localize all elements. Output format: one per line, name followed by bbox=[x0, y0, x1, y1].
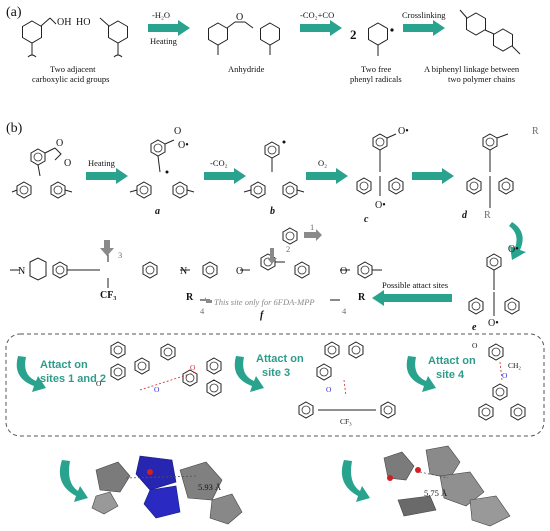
arrow-heating bbox=[86, 168, 128, 184]
caption-anhydride: Anhydride bbox=[228, 64, 265, 74]
label-e: e bbox=[472, 322, 477, 333]
svg-text:O: O bbox=[472, 341, 478, 350]
a-o: O bbox=[174, 126, 181, 137]
structure-b bbox=[243, 140, 305, 199]
f-n1: N bbox=[18, 266, 25, 277]
cooh-label: OH bbox=[57, 17, 71, 28]
attack3-ch2: CH₂ bbox=[508, 361, 521, 370]
anhydride-structure bbox=[208, 21, 280, 55]
ho-label: HO bbox=[76, 17, 90, 28]
start-o2: O bbox=[64, 158, 71, 169]
structure-d bbox=[466, 133, 514, 208]
attack2-line1: Attact on bbox=[256, 353, 304, 365]
svg-text:O: O bbox=[502, 371, 508, 380]
label-c: c bbox=[364, 214, 369, 225]
c-oo: O• bbox=[398, 126, 409, 137]
label-a: a bbox=[155, 206, 160, 217]
d-r-top: R bbox=[532, 126, 539, 137]
carboxylic-acid-structure bbox=[22, 17, 128, 58]
caption-radical-1: Two free bbox=[361, 64, 392, 74]
attack-sites-box bbox=[5, 333, 545, 437]
attack2-cf3: CF₃ bbox=[340, 417, 352, 426]
c-o-bottom: O• bbox=[375, 200, 386, 211]
caption-acid-2: carboxylic acid groups bbox=[32, 74, 109, 84]
site-4-left: 4 bbox=[200, 306, 205, 316]
f-o1: O bbox=[236, 266, 243, 277]
site-1: 1 bbox=[310, 222, 314, 232]
svg-text:O: O bbox=[154, 385, 160, 394]
attack3-line1: Attact on bbox=[428, 355, 476, 367]
attack1-structure: O O O bbox=[96, 341, 222, 397]
attack-arrow-2 bbox=[234, 356, 264, 392]
phenyl-radical-structure bbox=[368, 22, 394, 56]
svg-text:O: O bbox=[326, 385, 332, 394]
possible-label: Possible attact sites bbox=[382, 280, 448, 290]
caption-radical-2: phenyl radicals bbox=[350, 74, 402, 84]
heating-label: Heating bbox=[88, 158, 116, 168]
attack1-line2: sites 1 and 2 bbox=[40, 373, 106, 385]
arrow-decarboxylation bbox=[300, 20, 342, 36]
panel-b-label: (b) bbox=[6, 121, 23, 136]
svg-text:O: O bbox=[190, 363, 196, 372]
arrow-to-d bbox=[412, 168, 454, 184]
arrow-dehydration bbox=[148, 20, 190, 36]
structure-f bbox=[10, 227, 382, 288]
label-f: f bbox=[260, 310, 265, 321]
arrow-possible-attack bbox=[372, 290, 452, 306]
step1-top: -H₂O bbox=[152, 10, 170, 20]
anhydride-o: O bbox=[236, 12, 243, 23]
model-arrow-right bbox=[341, 460, 370, 502]
structure-start bbox=[11, 147, 73, 199]
attack3-structure: O O bbox=[472, 341, 526, 421]
attack1-line1: Attact on bbox=[40, 359, 88, 371]
caption-biphenyl-1: A biphenyl linkage between bbox=[424, 64, 520, 74]
arrow-crosslinking bbox=[403, 20, 445, 36]
f-r-right: R bbox=[358, 292, 366, 303]
d-r-bottom: R bbox=[484, 210, 491, 221]
structure-e bbox=[468, 253, 520, 316]
o2-label: O₂ bbox=[318, 158, 327, 168]
label-b: b bbox=[270, 206, 275, 217]
arrow-curve-down bbox=[509, 222, 526, 260]
distance-2: 5.75 Å bbox=[424, 488, 448, 498]
co2-label: -CO₂ bbox=[210, 158, 228, 168]
caption-acid-1: Two adjacent bbox=[50, 64, 96, 74]
structure-a bbox=[129, 139, 195, 199]
site-arrows bbox=[100, 229, 340, 303]
site-3: 3 bbox=[118, 250, 122, 260]
distance-1: 5.93 Å bbox=[198, 482, 222, 492]
radical-count: 2 bbox=[350, 27, 357, 42]
molecular-model-2 bbox=[383, 445, 511, 527]
panel-a-label: (a) bbox=[6, 5, 22, 20]
f-o2: O bbox=[340, 266, 347, 277]
model-arrow-left bbox=[59, 460, 88, 502]
site-note: This site only for 6FDA-MPP bbox=[214, 297, 315, 307]
arrow-co2 bbox=[204, 168, 246, 184]
attack3-line2: site 4 bbox=[436, 369, 465, 381]
structure-c bbox=[356, 133, 404, 196]
step2-top: -CO₂+CO bbox=[300, 10, 334, 20]
e-o-radical: O• bbox=[508, 244, 519, 255]
f-r-left: R bbox=[186, 292, 194, 303]
arrow-o2 bbox=[306, 168, 348, 184]
attack-arrow-3 bbox=[406, 356, 436, 392]
label-d: d bbox=[462, 210, 468, 221]
start-o1: O bbox=[56, 138, 63, 149]
attack2-structure: O bbox=[298, 341, 396, 419]
svg-text:O: O bbox=[96, 379, 102, 388]
step1-bottom: Heating bbox=[150, 36, 178, 46]
attack-arrow-1 bbox=[16, 356, 46, 392]
f-cf3: CF₃ bbox=[100, 290, 116, 301]
molecular-model-1 bbox=[91, 455, 243, 525]
caption-biphenyl-2: two polymer chains bbox=[448, 74, 515, 84]
a-o-radical: O• bbox=[178, 140, 189, 151]
site-4-right: 4 bbox=[342, 306, 347, 316]
f-n2: N bbox=[180, 266, 187, 277]
e-o-bottom: O• bbox=[488, 318, 499, 329]
biphenyl-structure bbox=[459, 9, 521, 55]
attack2-line2: site 3 bbox=[262, 367, 290, 379]
site-2: 2 bbox=[286, 244, 290, 254]
step3-top: Crosslinking bbox=[402, 10, 446, 20]
